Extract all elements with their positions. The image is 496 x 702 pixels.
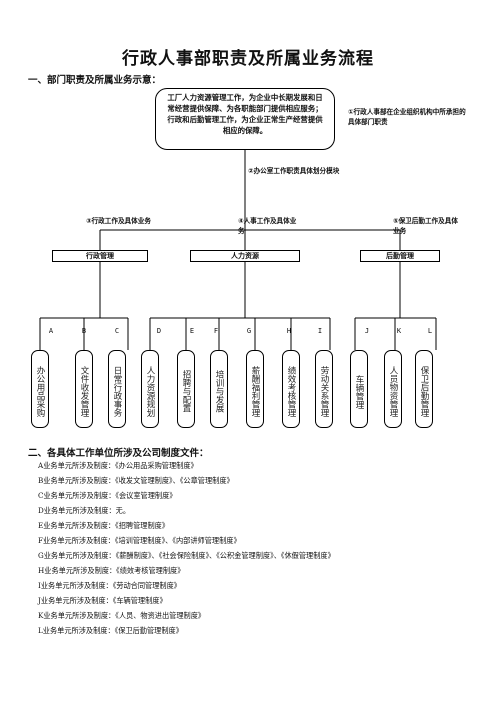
leaf-l: 保卫后勤管理 [415, 350, 433, 428]
top-responsibility-box: 工厂人力资源管理工作，为企业中长期发展和日常经营提供保障、为各职能部门提供相应服… [155, 88, 335, 150]
dept-logistics: 后勤管理 [360, 250, 440, 262]
letter-g: G [246, 327, 252, 335]
letter-j: J [364, 327, 370, 335]
document-title: 行政人事部职责及所属业务流程 [122, 49, 374, 69]
section-2-heading: 二、各具体工作单位所涉及公司制度文件： [28, 448, 209, 459]
leaf-e: 招聘与配置 [177, 350, 195, 428]
letter-h: H [286, 327, 292, 335]
leaf-k: 人员物资管理 [384, 350, 402, 428]
leaf-b: 文件收发管理 [75, 350, 93, 428]
regulation-item-j: J业务单元所涉及制度：《车辆管理制度》 [38, 596, 167, 605]
letter-d: D [156, 327, 162, 335]
leaf-j: 车辆管理 [350, 350, 368, 428]
letter-i: I [317, 327, 323, 335]
regulation-item-a: A业务单元所涉及制度：《办公用品采购管理制度》 [38, 461, 198, 470]
regulation-item-k: K业务单元所涉及制度：《人员、物资进出管理制度》 [38, 611, 206, 620]
regulation-item-e: E业务单元所涉及制度：《招聘管理制度》 [38, 521, 170, 530]
leaf-f: 培训与发展 [210, 350, 228, 428]
leaf-c: 日常行政事务 [108, 350, 126, 428]
letter-f: F [213, 327, 219, 335]
note-5: ⑤保卫后勤工作及具体业务 [393, 217, 458, 235]
regulation-item-h: H业务单元所涉及制度：《绩效考核管理制度》 [38, 566, 185, 575]
leaf-h: 绩效考核管理 [282, 350, 300, 428]
letter-k: K [396, 327, 402, 335]
leaf-i: 劳动关系管理 [315, 350, 333, 428]
dept-admin: 行政管理 [52, 250, 148, 262]
note-1: ①行政人事部在企业组织机构中所承担的具体部门职责 [348, 108, 466, 126]
leaf-g: 薪酬福利管理 [246, 350, 264, 428]
letter-b: B [81, 327, 87, 335]
regulation-item-l: L业务单元所涉及制度：《保卫后勤管理制度》 [38, 626, 183, 635]
regulation-item-g: G业务单元所涉及制度：《薪酬制度》、《社会保险制度》、《公积金管理制度》、《休假… [38, 551, 335, 560]
regulation-item-c: C业务单元所涉及制度：《会议室管理制度》 [38, 491, 177, 500]
note-3: ③行政工作及具体业务 [86, 217, 151, 225]
letter-a: A [48, 327, 54, 335]
letter-e: E [189, 327, 195, 335]
leaf-a: 办公用品采购 [31, 350, 49, 428]
regulation-item-d: D业务单元所涉及制度：无。 [38, 506, 131, 515]
letter-l: L [427, 327, 433, 335]
regulation-item-f: F业务单元所涉及制度：《培训管理制度》、《内部讲师管理制度》 [38, 536, 241, 545]
dept-hr: 人力资源 [190, 250, 300, 262]
section-1-heading: 一、部门职责及所属业务示意： [28, 75, 162, 86]
regulation-item-b: B业务单元所涉及制度：《收发文管理制度》、《公章管理制度》 [38, 476, 234, 485]
regulation-item-i: I业务单元所涉及制度：《劳动合同管理制度》 [38, 581, 181, 590]
note-2: ②办公室工作职责具体划分模块 [248, 167, 340, 175]
leaf-d: 人力资源规划 [141, 350, 159, 428]
letter-c: C [114, 327, 120, 335]
note-4: ④人事工作及具体业务 [238, 217, 297, 235]
